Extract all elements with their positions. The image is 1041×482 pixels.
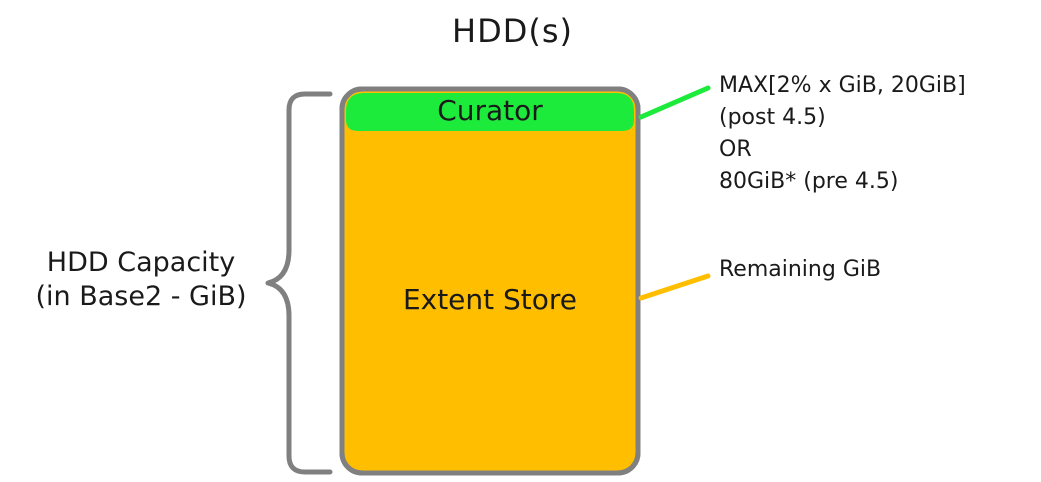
- capacity-label-line: (in Base2 - GiB): [35, 281, 247, 312]
- diagram-title: HDD(s): [452, 12, 573, 50]
- curator-block: [346, 93, 634, 131]
- note-line: Remaining GiB: [719, 257, 882, 282]
- note-line: MAX[2% x GiB, 20GiB]: [719, 73, 966, 98]
- extent-store-block: [339, 86, 641, 476]
- note-line: 80GiB* (pre 4.5): [719, 169, 899, 194]
- capacity-brace: [265, 91, 333, 475]
- extent-store-size-note: Remaining GiB: [719, 254, 881, 286]
- capacity-label-line: HDD Capacity: [46, 247, 236, 278]
- curator-size-note: MAX[2% x GiB, 20GiB] (post 4.5) OR 80GiB…: [719, 70, 966, 198]
- note-line: (post 4.5): [719, 105, 826, 130]
- hdd-outline: [339, 86, 641, 476]
- extent-store-label: Extent Store: [402, 283, 578, 316]
- curator-label: Curator: [437, 94, 543, 127]
- note-line: OR: [719, 137, 752, 162]
- capacity-label: HDD Capacity (in Base2 - GiB): [10, 246, 272, 314]
- extent-store-leader-line: [638, 273, 711, 301]
- curator-leader-line: [638, 85, 711, 120]
